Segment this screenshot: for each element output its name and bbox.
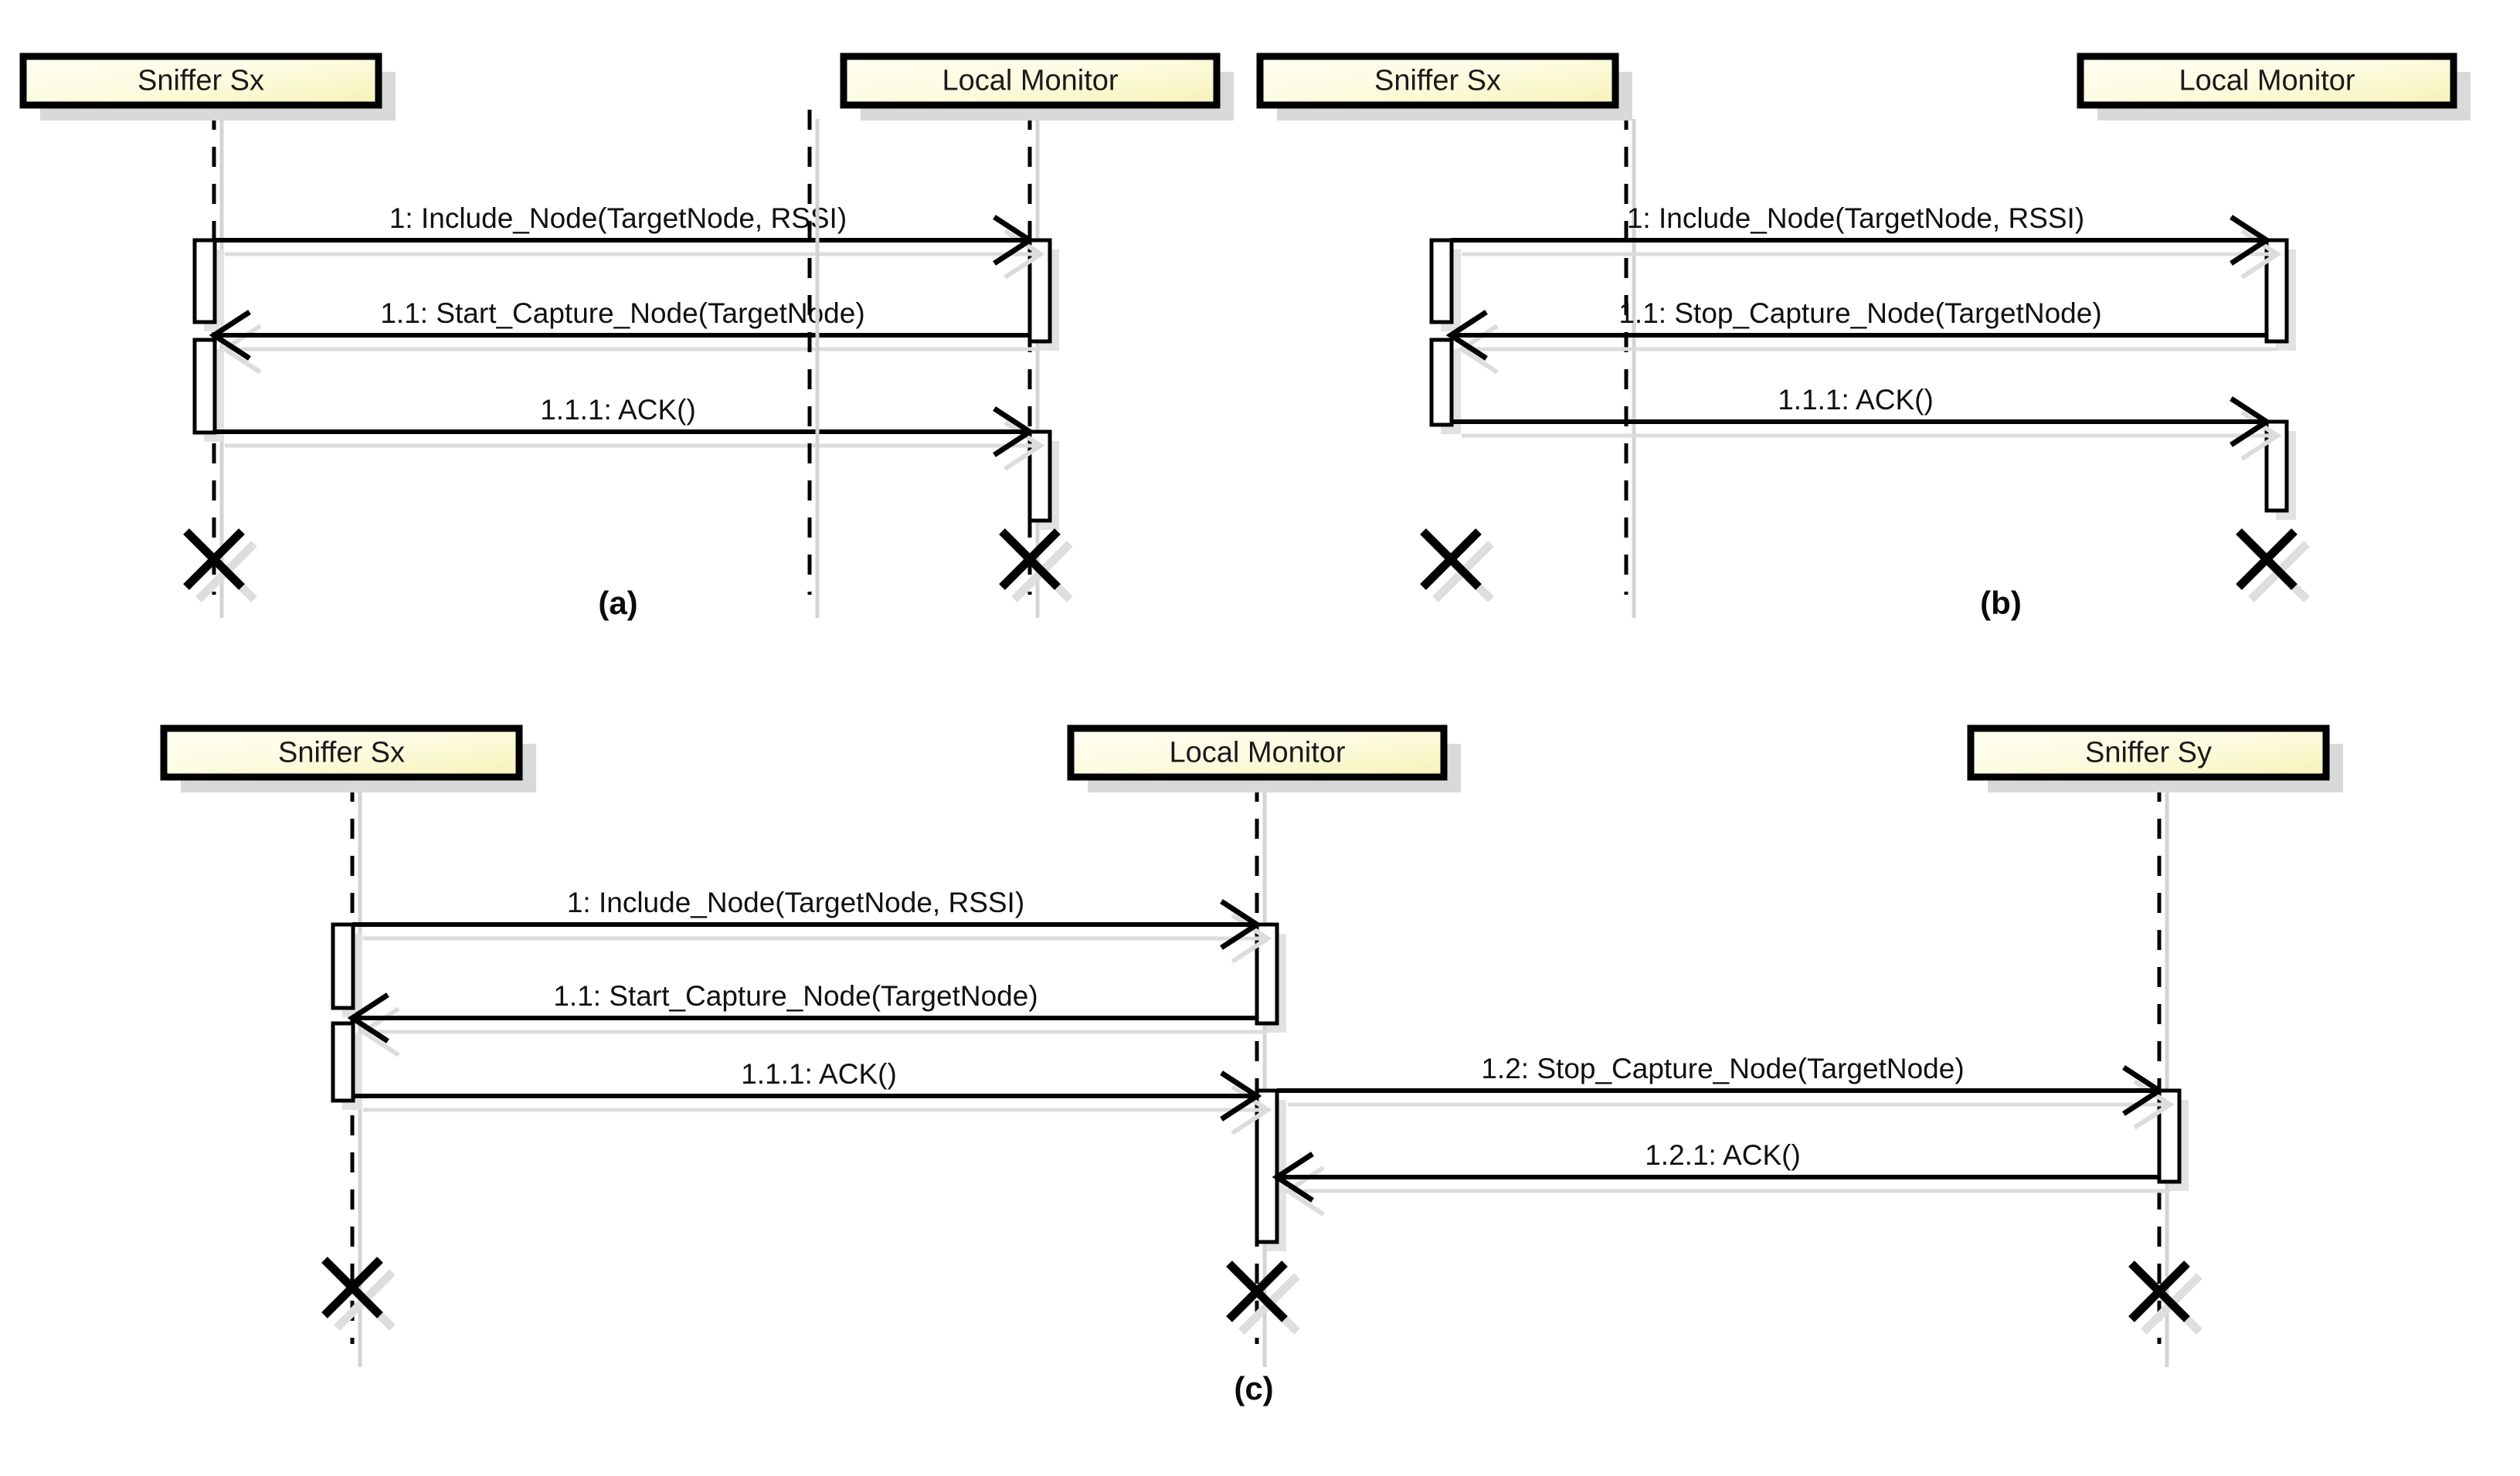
message-arrowhead-0 [1220,899,1262,950]
lifeline-name-1: Local Monitor [2179,65,2355,97]
terminator-x-icon-b-0 [1420,528,1482,590]
lifeline-name-1: Local Monitor [942,65,1118,97]
message-label-1: 1.1: Start_Capture_Node(TargetNode) [380,297,864,329]
lifeline-box-border-0[interactable] [160,724,523,781]
message-label-2: 1.1.1: ACK() [540,394,696,426]
message-label-4: 1.2.1: ACK() [1645,1139,1801,1171]
lifeline-box-border-1[interactable] [2077,53,2457,109]
terminator-x-icon-b-1 [1226,1261,1288,1322]
message-label-2: 1.1.1: ACK() [1778,384,1934,416]
terminator-x-icon-b-2 [2128,1261,2190,1322]
activation-bar-0 [1429,238,1454,324]
message-label-0: 1: Include_Node(TargetNode, RSSI) [567,887,1024,918]
message-label-2: 1.1.1: ACK() [741,1058,897,1090]
activation-bar-1 [1429,338,1454,427]
activation-bar-3 [1255,1088,1279,1244]
panel-caption: (c) [1234,1370,1273,1406]
lifeline-box-fill-1 [1071,728,1444,777]
lifeline-box-fill-2 [1971,728,2326,777]
message-arrowhead-1 [1445,310,1488,361]
panel-b: 1: Include_Node(TargetNode, RSSI) 1.1: St… [807,53,2471,621]
message-label-3: 1.2: Stop_Capture_Node(TargetNode) [1481,1053,1964,1084]
message-arrowhead-2 [2230,396,2272,447]
message-arrowhead-1 [347,992,389,1043]
terminator-x-icon-b-0 [321,1257,383,1318]
activation-bar-3 [1027,429,1052,523]
message-arrowhead-0 [993,215,1035,266]
activation-bar-0 [331,922,355,1010]
lifeline-name-0: Sniffer Sx [1374,65,1501,97]
panel-a: 1: Include_Node(TargetNode, RSSI) 1.1: St… [19,53,1234,621]
lifeline-name-0: Sniffer Sx [278,737,405,769]
panel-c: 1: Include_Node(TargetNode, RSSI) 1.1: St… [160,724,2343,1406]
message-arrowhead-2 [993,406,1035,457]
lifeline-box-fill-0 [23,56,379,105]
activation-bar-1 [192,338,217,435]
lifeline-box-border-2[interactable] [1967,724,2330,781]
message-arrowhead-4 [1272,1152,1314,1203]
terminator-x-icon-b-1 [2236,528,2298,590]
message-label-1: 1.1: Start_Capture_Node(TargetNode) [553,980,1038,1012]
lifeline-box-fill-1 [844,56,1217,105]
lifeline-box-fill-1 [2080,56,2454,105]
activation-bar-0 [192,238,217,324]
message-label-1: 1.1: Stop_Capture_Node(TargetNode) [1618,297,2101,329]
message-arrowhead-2 [1220,1071,1262,1121]
lifeline-box-border-1[interactable] [1067,724,1448,781]
lifeline-box-border-0[interactable] [19,53,382,109]
message-arrowhead-0 [2230,215,2272,266]
message-label-0: 1: Include_Node(TargetNode, RSSI) [1627,202,2084,234]
lifeline-box-border-0[interactable] [1256,53,1619,109]
lifeline-name-1: Local Monitor [1169,737,1345,769]
lifeline-name-0: Sniffer Sx [138,65,264,97]
message-arrowhead-1 [209,310,251,361]
message-arrowhead-3 [2122,1065,2165,1116]
lifeline-box-fill-0 [1260,56,1615,105]
message-label-0: 1: Include_Node(TargetNode, RSSI) [389,202,847,234]
panel-caption: (b) [1980,585,2022,621]
lifeline-name-2: Sniffer Sy [2085,737,2212,769]
lifeline-box-border-1[interactable] [840,53,1221,109]
terminator-x-icon-b-1 [999,528,1061,590]
panel-caption: (a) [598,585,637,621]
lifeline-box-fill-0 [164,728,519,777]
activation-bar-1 [331,1021,355,1103]
terminator-x-icon-b-0 [183,528,245,590]
